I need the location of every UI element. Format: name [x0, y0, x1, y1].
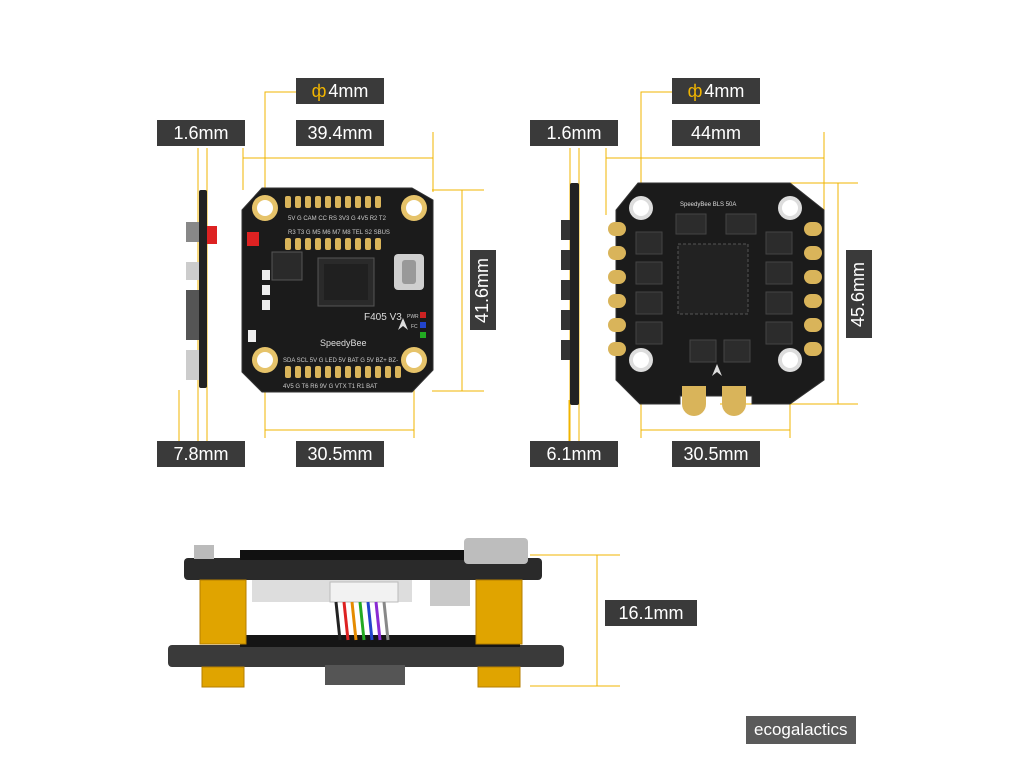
fc-led-pwr: PWR — [407, 314, 419, 320]
fc-height-value: 41.6mm — [472, 257, 493, 323]
total-height-label: 16.1mm — [605, 600, 697, 626]
esc-stack-label: 6.1mm — [530, 441, 618, 467]
fc-thickness-label: 1.6mm — [157, 120, 245, 146]
esc-height-value: 45.6mm — [848, 261, 869, 327]
fc-bottom-pad-labels-2: 4V5 G T6 R6 9V G VTX T1 R1 BAT — [283, 384, 378, 390]
diameter-icon: ф — [687, 81, 703, 101]
esc-thickness-label: 1.6mm — [530, 120, 618, 146]
fc-height-label: 41.6mm — [470, 250, 496, 330]
stack-dimension-lines — [530, 554, 620, 687]
esc-board — [608, 182, 825, 416]
fc-width-label: 39.4mm — [296, 120, 384, 146]
esc-width-label: 44mm — [672, 120, 760, 146]
esc-brand-text: SpeedyBee BLS 50A — [680, 202, 736, 208]
fc-bottom-pad-labels: SDA SCL 5V G LED 5V BAT G 5V BZ+ BZ- — [283, 358, 398, 364]
esc-side-view — [561, 183, 579, 405]
fc-brand-text: SpeedyBee — [320, 338, 367, 348]
fc-led-fc: FC — [411, 324, 418, 330]
fc-top-pad-labels: 5V G CAM CC RS 3V3 G 4V5 R2 T2 — [288, 216, 387, 222]
stack-side-view — [168, 538, 564, 688]
fc-hole-value: 4mm — [328, 81, 369, 101]
watermark: ecogalactics — [746, 716, 856, 744]
fc-board — [241, 187, 434, 393]
fc-mount-label: 30.5mm — [296, 441, 384, 467]
esc-height-label: 45.6mm — [846, 250, 872, 338]
fc-side-view — [186, 190, 217, 388]
diameter-icon: ф — [311, 81, 327, 101]
esc-mount-label: 30.5mm — [672, 441, 760, 467]
esc-hole-value: 4mm — [704, 81, 745, 101]
fc-model-text: F405 V3 — [364, 312, 402, 323]
fc-stack-label: 7.8mm — [157, 441, 245, 467]
fc-top-pad-labels-2: R3 T3 G M5 M6 M7 M8 TEL S2 SBUS — [288, 230, 390, 236]
